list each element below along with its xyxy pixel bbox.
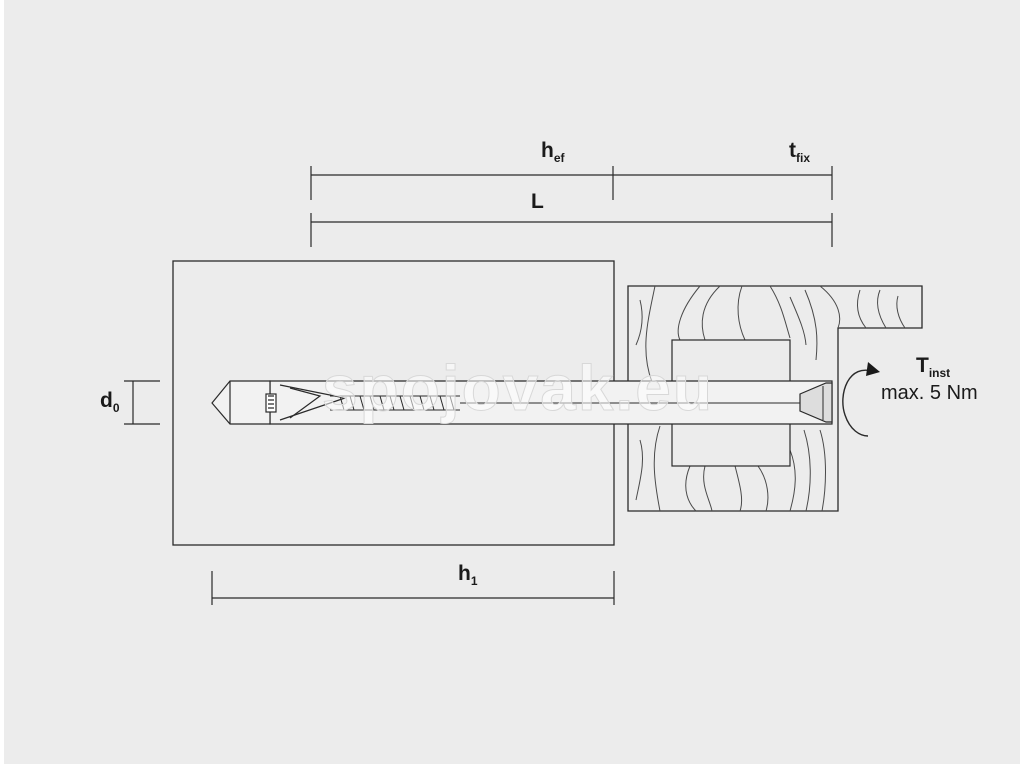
- label-torque-value: max. 5 Nm: [881, 382, 978, 404]
- torque-rotation-arrow: [842, 362, 880, 437]
- label-d-0: d0: [100, 389, 120, 415]
- label-T-inst: Tinst: [916, 354, 950, 380]
- dimension-d-0: [124, 380, 160, 425]
- dimension-L: [310, 213, 833, 247]
- expansion-zone: [279, 384, 348, 421]
- dimension-h-ef: [310, 166, 614, 200]
- anchor-thread-insert: [265, 393, 277, 413]
- watermark-text: spojovak.eu: [322, 352, 714, 424]
- label-h-1: h1: [458, 562, 478, 588]
- screw-thread: [330, 395, 460, 411]
- wood-grain: [635, 285, 906, 512]
- label-h-ef: hef: [541, 139, 566, 165]
- anchor-assembly: [211, 380, 833, 425]
- label-t-fix: tfix: [789, 139, 810, 165]
- label-L: L: [531, 190, 544, 213]
- screw-head: [799, 382, 833, 423]
- dimension-t-fix: [613, 166, 833, 200]
- dimension-h-1: [211, 571, 615, 605]
